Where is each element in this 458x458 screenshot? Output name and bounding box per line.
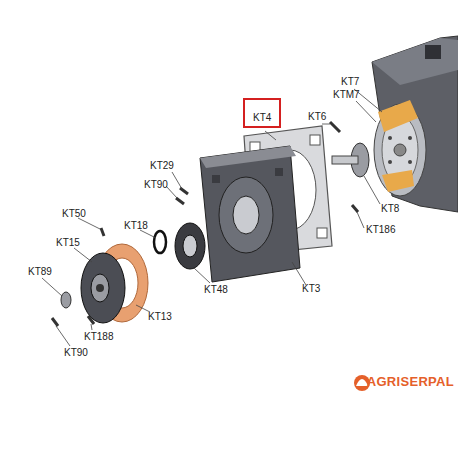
callout-number: KT90	[144, 179, 168, 191]
callout-number: KT48	[204, 284, 228, 296]
callout-number: KT8	[381, 203, 399, 215]
callout-number: KT186	[366, 224, 395, 236]
callout-number: KT3	[302, 283, 320, 295]
callout-number: KT6	[308, 111, 326, 123]
callout-number: KT188	[84, 331, 113, 343]
callout-number: KT13	[148, 311, 172, 323]
watermark: AGRISERPAL	[367, 376, 454, 388]
callout-number: KT29	[150, 160, 174, 172]
callout-number: KT90	[64, 347, 88, 359]
highlight-box: KT4	[243, 98, 281, 128]
callout-number: KT4	[245, 100, 279, 124]
callout-number: KT7	[341, 76, 359, 88]
callout-number: KT89	[28, 266, 52, 278]
callout-number: KT18	[124, 220, 148, 232]
callout-number: KT50	[62, 208, 86, 220]
callout-number: KTM7	[333, 89, 360, 101]
callout-number: KT15	[56, 237, 80, 249]
